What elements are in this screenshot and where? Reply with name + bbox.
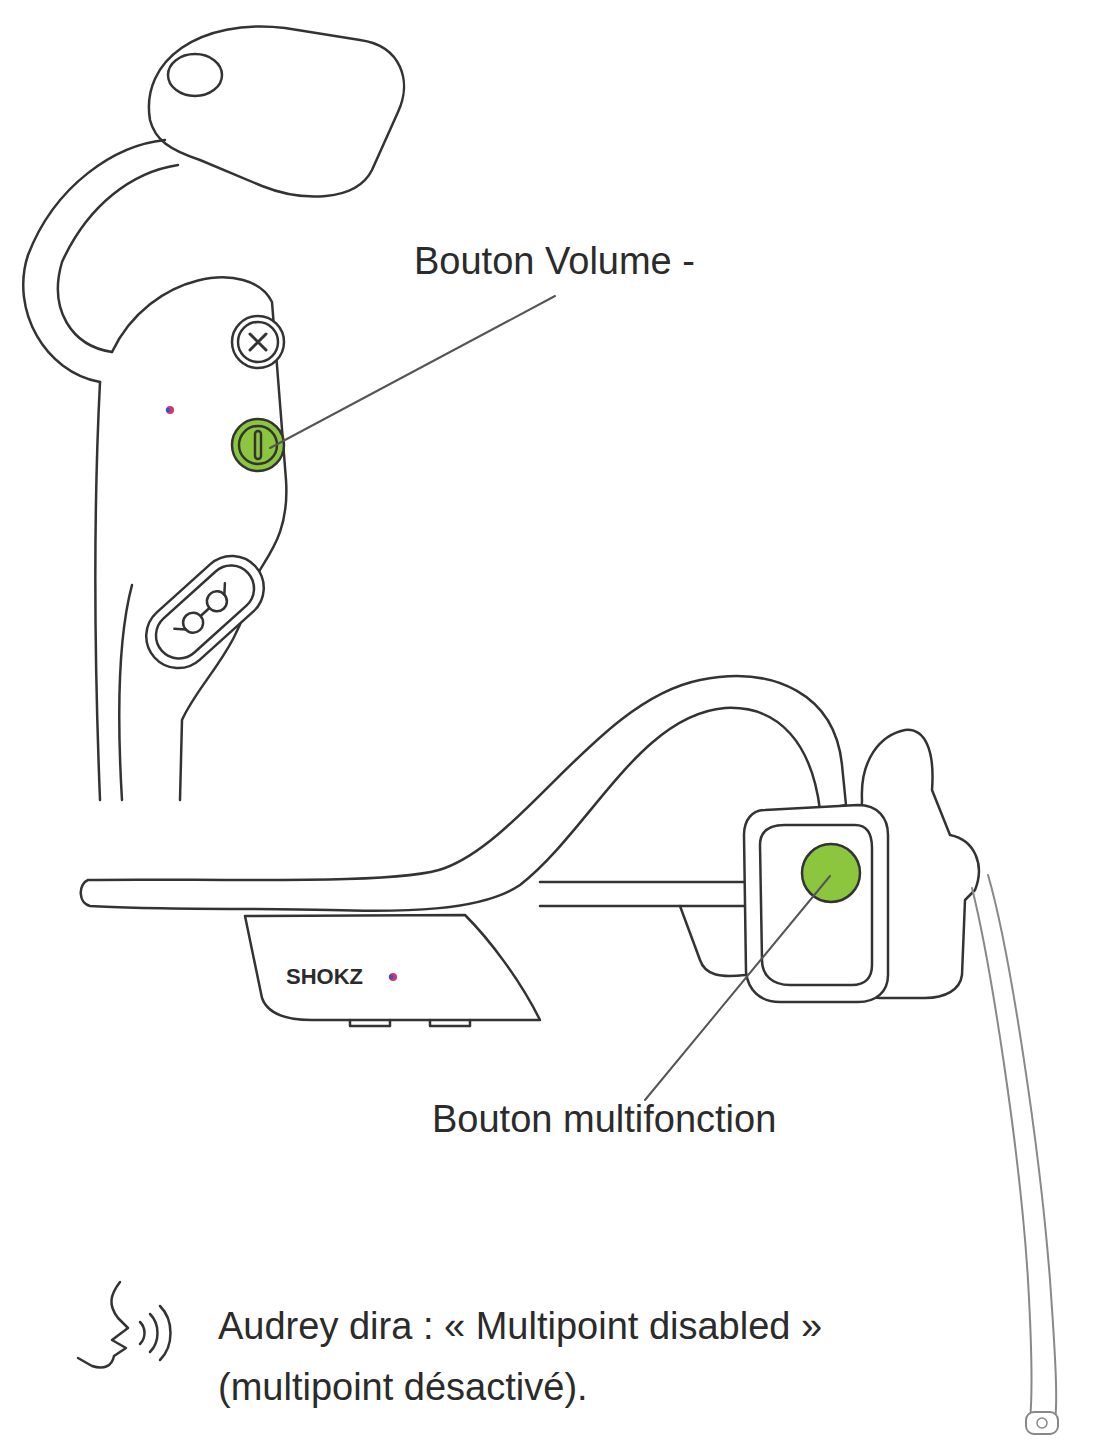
leader-line	[645, 876, 830, 1100]
boom-mic	[988, 875, 1056, 1420]
volume-minus-button	[239, 426, 277, 464]
part-label: Bouton multifonction	[432, 1096, 912, 1144]
transducer	[744, 805, 888, 1002]
multifunction-button	[802, 844, 860, 902]
mic-tip	[1037, 1418, 1047, 1428]
voice-prompt-note: Audrey dira : « Multipoint disabled » (m…	[218, 1296, 988, 1418]
pill-button	[147, 556, 264, 668]
inner-arm	[680, 906, 745, 976]
battery-housing	[245, 915, 540, 1020]
mic-tip	[1026, 1412, 1058, 1434]
leader-line	[270, 296, 555, 448]
volume-plus-button	[232, 316, 284, 368]
indicator-dot	[166, 408, 171, 413]
plus-symbol	[250, 334, 266, 350]
control-body	[112, 277, 286, 800]
logo-dot	[389, 973, 397, 981]
transducer-pod	[149, 27, 404, 197]
glasses-icon	[174, 583, 230, 634]
housing-detail	[350, 1020, 470, 1026]
transducer	[760, 825, 872, 985]
connector-rod	[540, 882, 748, 906]
pill-button	[133, 543, 277, 682]
speaking-face-icon	[78, 1282, 128, 1368]
indicator-dot	[166, 406, 174, 414]
control-body	[119, 585, 132, 800]
brand-logo: SHOKZ	[286, 963, 406, 991]
pod-knob	[168, 54, 222, 96]
boom-mic	[972, 888, 1031, 1420]
volume-plus-button	[238, 322, 278, 362]
neckband	[81, 676, 846, 911]
logo-dot	[389, 975, 394, 980]
minus-symbol	[255, 431, 261, 459]
hook-wire	[58, 165, 178, 352]
part-label: Bouton Volume -	[414, 238, 834, 286]
control-body	[96, 382, 101, 800]
sound-waves-icon	[140, 1306, 171, 1360]
